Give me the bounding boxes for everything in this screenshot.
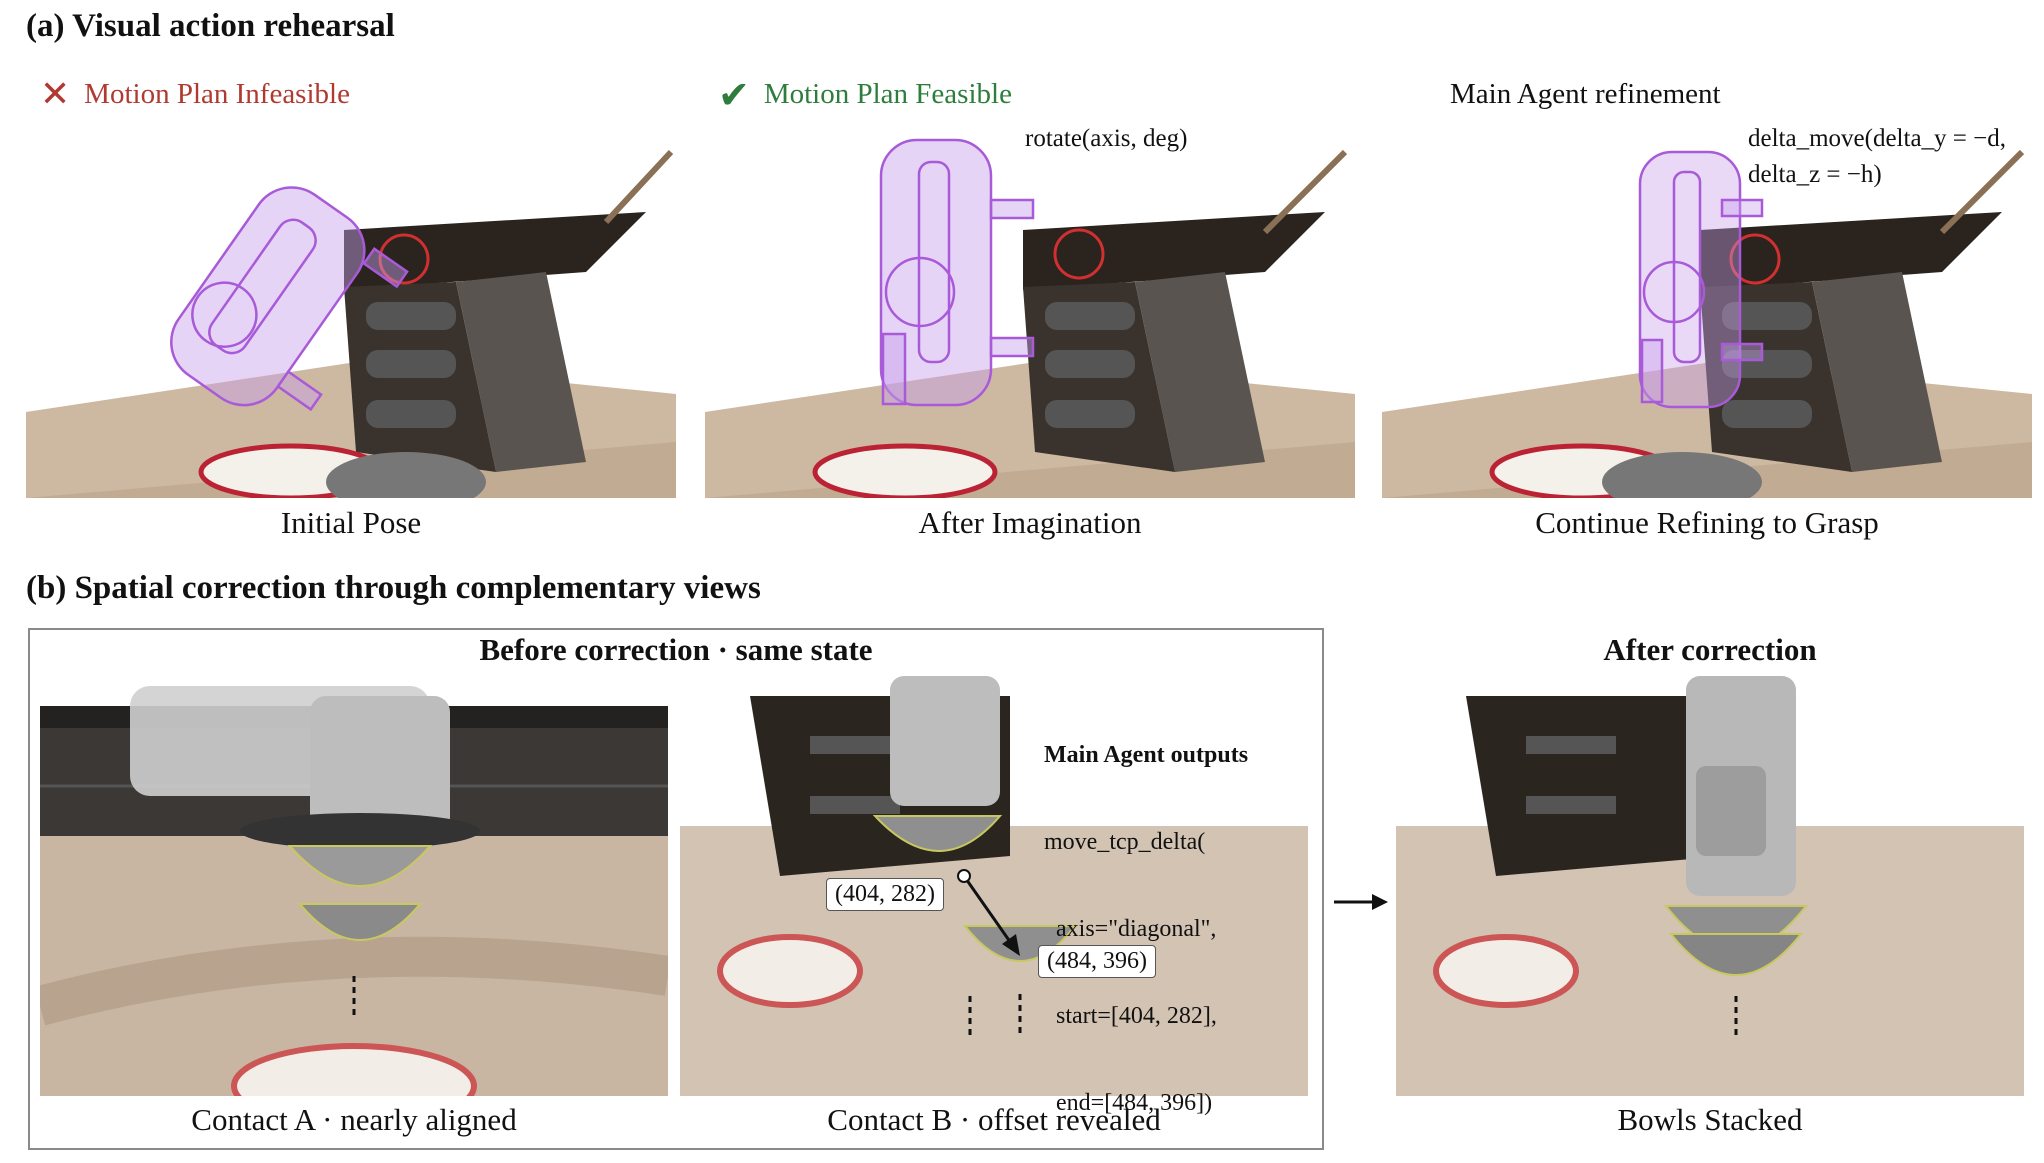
scene-bowls-stacked xyxy=(1396,676,2024,1096)
annotation-rotate: rotate(axis, deg) xyxy=(1025,125,1188,152)
check-icon: ✔ xyxy=(718,72,750,117)
scene-contact-a xyxy=(40,676,668,1096)
start-point-label: (404, 282) xyxy=(826,878,944,911)
agent-output: Main Agent outputs move_tcp_delta( axis=… xyxy=(1044,683,1248,1147)
annotation-delta-move-1: delta_move(delta_y = −d, xyxy=(1748,125,2006,152)
section-a-title: (a) Visual action rehearsal xyxy=(26,8,395,44)
scene-initial-pose xyxy=(26,112,676,498)
status-feasible-label: Motion Plan Feasible xyxy=(763,78,1012,110)
before-correction-frame xyxy=(28,628,1324,1150)
section-b-title: (b) Spatial correction through complemen… xyxy=(26,570,761,606)
agent-output-line: end=[484, 396]) xyxy=(1044,1090,1213,1116)
caption-contact-a: Contact A · nearly aligned xyxy=(191,1102,517,1137)
caption-after-imagination: After Imagination xyxy=(918,505,1142,540)
status-refinement: Main Agent refinement xyxy=(1450,78,1721,111)
caption-refining-grasp: Continue Refining to Grasp xyxy=(1535,505,1879,540)
end-point-label: (484, 396) xyxy=(1038,945,1156,978)
cross-icon: ✕ xyxy=(40,73,71,115)
caption-contact-b: Contact B · offset revealed xyxy=(827,1102,1161,1137)
agent-output-line: axis="diagonal", xyxy=(1044,916,1217,942)
scene-after-imagination xyxy=(705,112,1355,498)
status-infeasible-label: Motion Plan Infeasible xyxy=(84,78,350,110)
arrow-right-icon xyxy=(1334,894,1388,910)
after-correction-title: After correction xyxy=(1603,632,1817,667)
before-correction-title: Before correction · same state xyxy=(479,632,873,667)
annotation-delta-move-2: delta_z = −h) xyxy=(1748,161,1882,188)
agent-output-heading: Main Agent outputs xyxy=(1044,742,1249,768)
status-infeasible: ✕ Motion Plan Infeasible xyxy=(40,73,350,115)
caption-initial-pose: Initial Pose xyxy=(280,505,422,540)
status-refinement-label: Main Agent refinement xyxy=(1450,78,1721,110)
agent-output-line: move_tcp_delta( xyxy=(1044,829,1206,855)
scene-refining-grasp xyxy=(1382,112,2032,498)
status-feasible: ✔ Motion Plan Feasible xyxy=(718,72,1012,117)
caption-bowls-stacked: Bowls Stacked xyxy=(1617,1102,1803,1137)
agent-output-line: start=[404, 282], xyxy=(1044,1003,1217,1029)
